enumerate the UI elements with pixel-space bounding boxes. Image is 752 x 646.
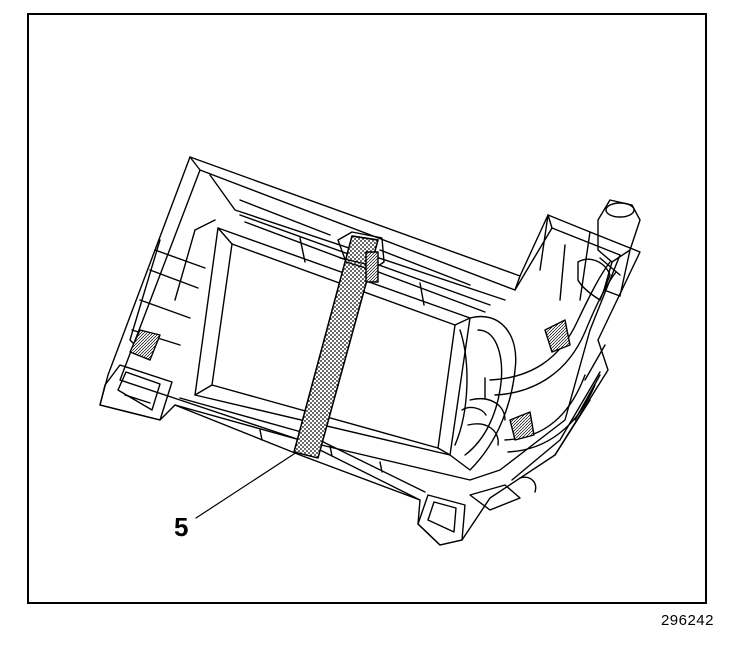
blower-housing [449, 315, 517, 471]
right-mount-tab [417, 494, 466, 546]
housing-outline [99, 156, 641, 546]
figure-frame [27, 13, 707, 604]
housing-inner-rim [119, 169, 621, 481]
callout-leader-line [195, 451, 298, 519]
strap-clip [337, 231, 385, 271]
valve-fitting [597, 199, 641, 263]
figure-number: 296242 [660, 612, 714, 629]
left-mount-tab [99, 364, 173, 421]
callout-label: 5 [174, 512, 189, 542]
